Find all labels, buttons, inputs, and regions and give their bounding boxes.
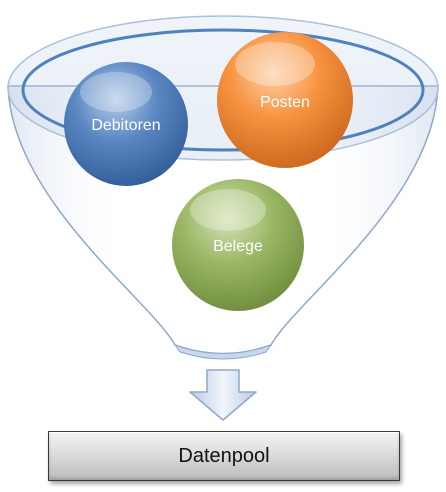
ball-belege: Belege xyxy=(172,179,304,311)
funnel-spout xyxy=(173,343,273,360)
ball-belege-highlight xyxy=(190,189,266,231)
ball-belege-label: Belege xyxy=(213,238,263,255)
ball-debitoren-label: Debitoren xyxy=(91,117,160,134)
ball-posten-shape xyxy=(217,32,353,168)
ball-posten: Posten xyxy=(217,32,353,168)
ball-debitoren-highlight xyxy=(80,72,152,112)
datenpool-label: Datenpool xyxy=(178,444,270,467)
down-arrow-icon xyxy=(189,369,257,421)
datenpool-box: Datenpool xyxy=(48,431,400,481)
ball-posten-highlight xyxy=(235,42,315,86)
ball-debitoren: Debitoren xyxy=(64,62,188,186)
ball-posten-label: Posten xyxy=(260,94,310,111)
ball-belege-shape xyxy=(172,179,304,311)
ball-debitoren-shape xyxy=(64,62,188,186)
funnel-rim xyxy=(21,28,425,152)
